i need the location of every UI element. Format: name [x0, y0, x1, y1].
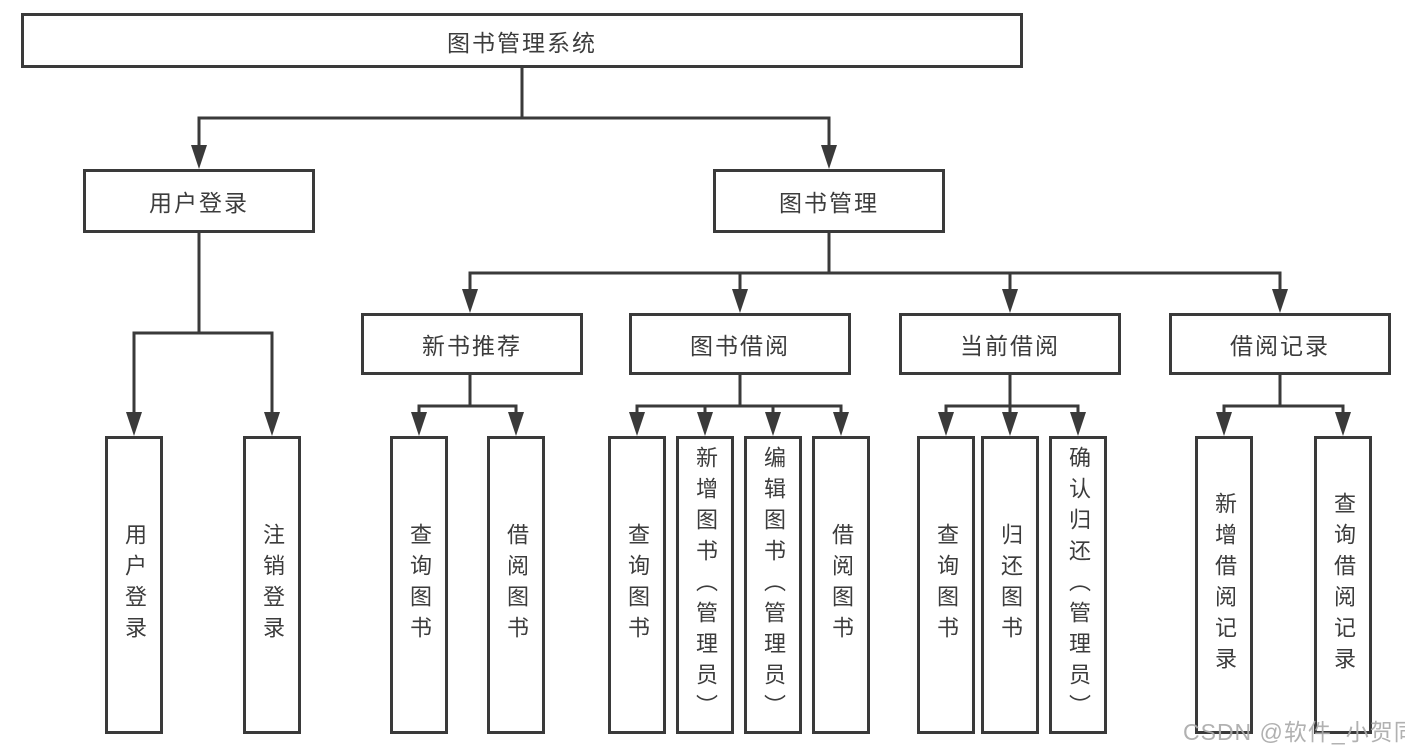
arrowhead — [833, 412, 849, 436]
connector-borrowing-to-leaves — [635, 375, 843, 414]
leaf-label: 归还图书 — [998, 523, 1023, 647]
arrowhead — [1002, 412, 1018, 436]
arrowhead — [1070, 412, 1086, 436]
node-user-login: 用户登录 — [83, 169, 315, 233]
leaf-label: 借阅图书 — [504, 523, 529, 647]
arrowhead — [191, 145, 207, 169]
leaf-borrow-books-borrowing: 借阅图书 — [812, 436, 870, 734]
arrowhead — [938, 412, 954, 436]
leaf-query-books-borrowing: 查询图书 — [608, 436, 666, 734]
arrowhead — [1335, 412, 1351, 436]
leaf-confirm-return-admin: 确认归还（管理员） — [1049, 436, 1107, 734]
node-library-management-system: 图书管理系统 — [21, 13, 1023, 68]
leaf-label: 查询借阅记录 — [1331, 492, 1356, 678]
leaf-label: 编辑图书（管理员） — [761, 445, 786, 725]
arrowhead — [126, 412, 142, 436]
leaf-label: 新增图书（管理员） — [693, 445, 718, 725]
leaf-query-books-recommend: 查询图书 — [390, 436, 448, 734]
leaf-query-borrow-record: 查询借阅记录 — [1314, 436, 1372, 734]
arrowhead — [508, 412, 524, 436]
leaf-add-book-admin: 新增图书（管理员） — [676, 436, 734, 734]
leaf-label: 查询图书 — [625, 523, 650, 647]
leaf-label: 用户登录 — [122, 523, 147, 647]
leaf-label: 注销登录 — [260, 523, 285, 647]
arrowhead — [264, 412, 280, 436]
leaf-label: 新增借阅记录 — [1212, 492, 1237, 678]
connector-bookmgmt-to-level3 — [468, 233, 1282, 291]
node-book-management: 图书管理 — [713, 169, 945, 233]
connector-records-to-leaves — [1222, 375, 1345, 414]
node-current-borrowing: 当前借阅 — [899, 313, 1121, 375]
arrowheads — [126, 145, 1351, 436]
connector-newbook-to-leaves — [417, 375, 518, 414]
leaf-add-borrow-record: 新增借阅记录 — [1195, 436, 1253, 734]
arrowhead — [629, 412, 645, 436]
leaf-user-login: 用户登录 — [105, 436, 163, 734]
node-book-borrowing: 图书借阅 — [629, 313, 851, 375]
leaf-label: 查询图书 — [407, 523, 432, 647]
leaf-query-books-current: 查询图书 — [917, 436, 975, 734]
connector-current-to-leaves — [944, 375, 1080, 414]
leaf-edit-book-admin: 编辑图书（管理员） — [744, 436, 802, 734]
connector-userlogin-to-leaves — [132, 233, 274, 414]
arrowhead — [1002, 289, 1018, 313]
arrowhead — [765, 412, 781, 436]
leaf-label: 查询图书 — [934, 523, 959, 647]
node-borrowing-records: 借阅记录 — [1169, 313, 1391, 375]
arrowhead — [462, 289, 478, 313]
leaf-label: 确认归还（管理员） — [1066, 445, 1091, 725]
arrowhead — [1216, 412, 1232, 436]
arrowhead — [732, 289, 748, 313]
watermark: CSDN @软件_小贺同学 — [1183, 719, 1405, 745]
arrowhead — [1272, 289, 1288, 313]
connector-root-to-level2 — [197, 68, 831, 148]
leaf-return-book: 归还图书 — [981, 436, 1039, 734]
node-new-book-recommendation: 新书推荐 — [361, 313, 583, 375]
arrowhead — [821, 145, 837, 169]
arrowhead — [697, 412, 713, 436]
leaf-logout: 注销登录 — [243, 436, 301, 734]
arrowhead — [411, 412, 427, 436]
leaf-borrow-books-recommend: 借阅图书 — [487, 436, 545, 734]
leaf-label: 借阅图书 — [829, 523, 854, 647]
